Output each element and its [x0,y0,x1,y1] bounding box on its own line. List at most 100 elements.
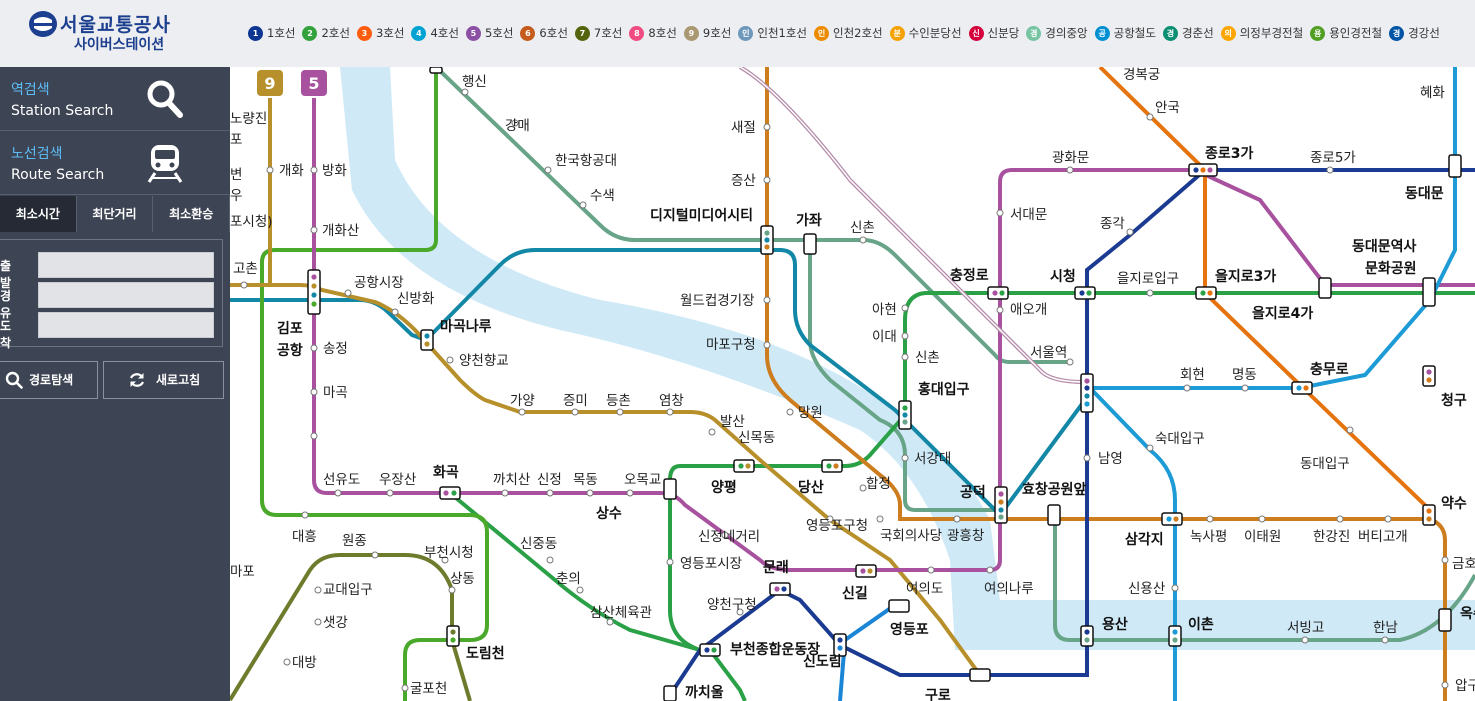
station-label[interactable]: 영등포 [890,621,929,638]
station-label[interactable]: 상수 [596,506,622,522]
station-label[interactable]: 충무로 [1310,362,1349,378]
station-label[interactable]: 선유도 [323,472,360,488]
station-label[interactable]: 신목동 [738,430,775,446]
station-label[interactable]: 원종 [342,533,367,549]
station-label[interactable]: 마포 [230,564,255,580]
station-label[interactable]: 우 [230,188,242,204]
station-label[interactable]: 동대입구 [1300,456,1350,472]
station-label[interactable]: 신길 [842,586,868,602]
station-label[interactable]: 마곡 [323,385,348,401]
station-label[interactable]: 남영 [1098,451,1123,467]
station-label[interactable]: 당산 [798,479,824,496]
station-label[interactable]: 방화 [322,163,347,179]
station-label[interactable]: 공덕 [960,484,986,501]
station-label[interactable]: 종로3가 [1205,146,1254,162]
station-search-menu[interactable]: 역검색 Station Search [0,67,230,131]
station-label[interactable]: 수색 [590,188,615,204]
station-label[interactable]: 마포구청 [706,337,756,353]
station-label[interactable]: 강매 [505,118,530,134]
station-label[interactable]: 여의나루 [984,581,1034,597]
station-label[interactable]: 옥수 [1460,606,1475,622]
station-label[interactable]: 가좌 [796,213,822,229]
station-label[interactable]: 디지털미디어시티 [650,207,753,224]
station-label[interactable]: 홍대입구 [918,381,970,398]
refresh-button[interactable]: 새로고침 [103,361,224,399]
station-label[interactable]: 문래 [763,560,789,576]
station-label[interactable]: 신정네거리 [698,529,760,545]
route-search-button[interactable]: 경로탐색 [0,361,98,399]
station-label[interactable]: 동대문 [1405,186,1444,202]
station-label[interactable]: 한국항공대 [555,153,617,169]
station-label[interactable]: 약수 [1441,495,1467,512]
station-label[interactable]: 대방 [292,655,317,671]
station-label[interactable]: 노량진 [230,111,267,127]
seoul-metro-logo[interactable]: 서울교통공사 사이버스테이션 [28,8,178,58]
station-label[interactable]: 서빙고 [1287,620,1324,636]
station-label[interactable]: 을지로4가 [1252,306,1313,322]
station-label[interactable]: 영등포구청 [806,518,868,534]
station-label[interactable]: 용산 [1102,616,1128,633]
station-label[interactable]: 국회의사당 [880,528,942,544]
station-label[interactable]: 서울역 [1030,345,1067,361]
via-input[interactable] [38,282,214,308]
station-label[interactable]: 개화 [279,163,304,179]
station-label[interactable]: 공항 [277,342,303,359]
station-label[interactable]: 포시청) [230,214,273,230]
station-label[interactable]: 여의도 [906,581,943,597]
station-label[interactable]: 염창 [659,393,684,409]
station-label[interactable]: 양천향교 [459,353,509,369]
station-label[interactable]: 발산 [720,414,745,430]
station-label[interactable]: 한남 [1373,620,1398,636]
station-label[interactable]: 신촌 [850,220,875,236]
tab-min-time[interactable]: 최소시간 [0,196,77,232]
station-label[interactable]: 월드컵경기장 [680,293,755,309]
station-label[interactable]: 부천종합운동장 [730,641,820,658]
station-label[interactable]: 춘의 [556,571,581,587]
station-label[interactable]: 광화문 [1052,150,1089,166]
station-label[interactable]: 새절 [731,120,756,136]
station-label[interactable]: 신도림 [803,654,842,670]
station-label[interactable]: 오목교 [624,472,661,488]
station-label[interactable]: 샛강 [323,615,348,631]
station-label[interactable]: 도림천 [466,646,505,662]
station-label[interactable]: 행신 [462,74,487,90]
station-label[interactable]: 삼각지 [1125,531,1164,548]
station-label[interactable]: 명동 [1232,367,1257,383]
station-label[interactable]: 신촌 [915,350,940,366]
station-label[interactable]: 애오개 [1010,302,1047,318]
station-label[interactable]: 고촌 [233,261,258,277]
station-label[interactable]: 한강진 [1313,529,1350,545]
station-label[interactable]: 망원 [798,405,823,421]
station-label[interactable]: 금호 [1452,556,1475,572]
station-label[interactable]: 화곡 [433,465,459,481]
station-label[interactable]: 송정 [323,341,348,357]
station-label[interactable]: 우장산 [379,472,416,488]
station-label[interactable]: 부천시청 [424,545,474,561]
tab-min-transfer[interactable]: 최소환승 [153,196,231,232]
station-label[interactable]: 압구 [1455,678,1475,694]
station-label[interactable]: 을지로입구 [1117,271,1179,287]
station-label[interactable]: 효창공원앞 [1022,481,1087,498]
station-label[interactable]: 문화공원 [1365,261,1417,277]
station-label[interactable]: 신방화 [397,291,434,307]
station-label[interactable]: 포 [230,132,242,148]
station-label[interactable]: 마곡나루 [440,319,492,335]
station-label[interactable]: 가양 [510,393,535,409]
line-5-badge[interactable]: 5 [301,70,327,96]
station-label[interactable]: 교대입구 [323,582,373,598]
station-label[interactable]: 동대문역사 [1352,238,1417,255]
station-label[interactable]: 을지로3가 [1215,269,1276,285]
station-label[interactable]: 공항시장 [354,275,404,291]
